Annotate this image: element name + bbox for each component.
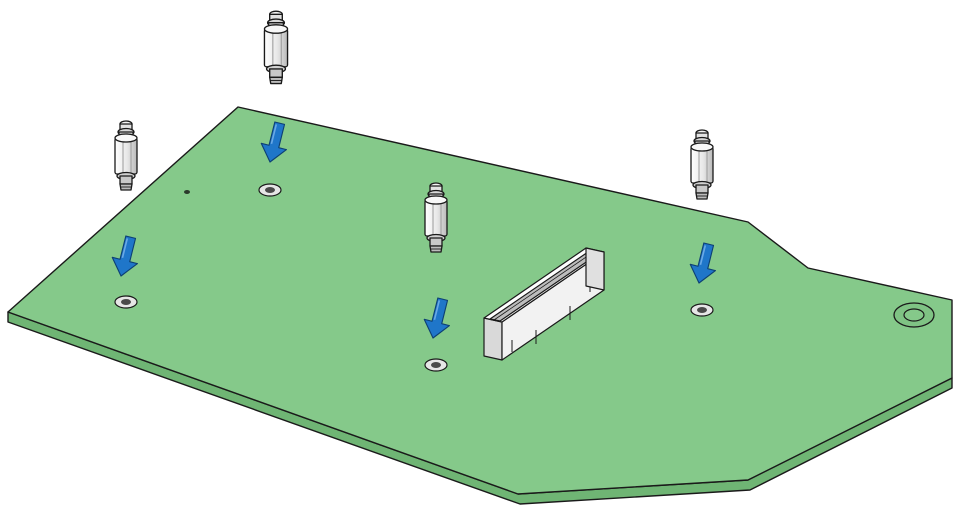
- board-surface: [8, 107, 952, 494]
- standoff: [691, 130, 713, 199]
- standoff: [264, 11, 287, 83]
- mounting-hole: [259, 184, 281, 196]
- corner-mounting-hole: [894, 303, 934, 327]
- pin-hole: [184, 190, 190, 194]
- circuit-board: [8, 107, 952, 504]
- standoff: [115, 121, 137, 190]
- mounting-hole: [425, 359, 447, 371]
- mounting-hole: [115, 296, 137, 308]
- mounting-hole: [691, 304, 713, 316]
